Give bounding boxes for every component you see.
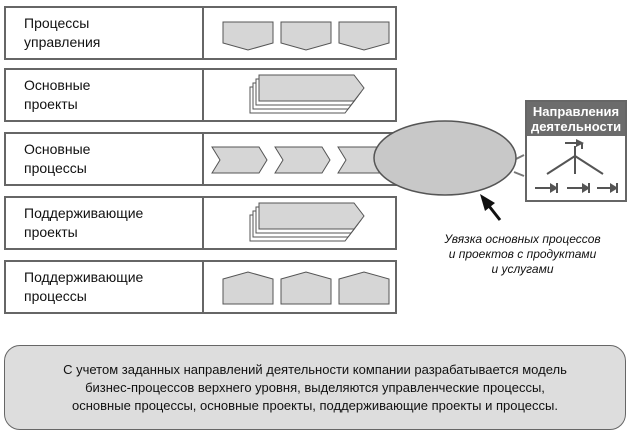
pentagon-up-shapes — [222, 271, 390, 305]
row-divider — [202, 70, 204, 120]
pentagon-down-shape — [338, 21, 390, 51]
pentagon-down-shapes — [222, 21, 390, 51]
legend-title: Направления деятельности — [527, 102, 625, 136]
pentagon-down-shape — [280, 21, 332, 51]
row-supporting-processes: Поддерживающие процессы — [4, 260, 397, 314]
linkage-caption: Увязка основных процессов и проектов с п… — [444, 232, 601, 276]
summary-box: С учетом заданных направлений деятельнос… — [4, 345, 626, 430]
stacked-arrow-shape — [249, 74, 365, 114]
stacked-arrow-shape — [249, 202, 365, 242]
row-management-processes: Процессы управления — [4, 6, 397, 60]
chevron-shape — [211, 146, 268, 174]
pentagon-up-shape — [338, 271, 390, 305]
pentagon-down-shape — [222, 21, 274, 51]
row-label: Основные проекты — [24, 77, 91, 112]
chevron-shape — [274, 146, 331, 174]
row-label: Поддерживающие проекты — [24, 205, 144, 240]
pentagon-up-shape — [222, 271, 274, 305]
row-divider — [202, 134, 204, 184]
ellipse-connector-bottom — [513, 171, 525, 177]
row-divider — [202, 198, 204, 248]
pointer-arrow — [480, 194, 502, 221]
pentagon-up-shape — [280, 271, 332, 305]
ellipse-connector-top — [513, 154, 525, 161]
row-supporting-projects: Поддерживающие проекты — [4, 196, 397, 250]
row-label: Процессы управления — [24, 15, 101, 50]
row-main-projects: Основные проекты — [4, 68, 397, 122]
row-divider — [202, 262, 204, 312]
row-main-processes: Основные процессы — [4, 132, 397, 186]
row-divider — [202, 8, 204, 58]
chevron-shape — [337, 146, 394, 174]
chevron-shapes — [211, 146, 394, 174]
activity-tree-icon — [535, 139, 618, 193]
activity-directions-legend: Направления деятельности — [525, 100, 627, 202]
row-label: Основные процессы — [24, 141, 91, 176]
row-label: Поддерживающие процессы — [24, 269, 144, 304]
